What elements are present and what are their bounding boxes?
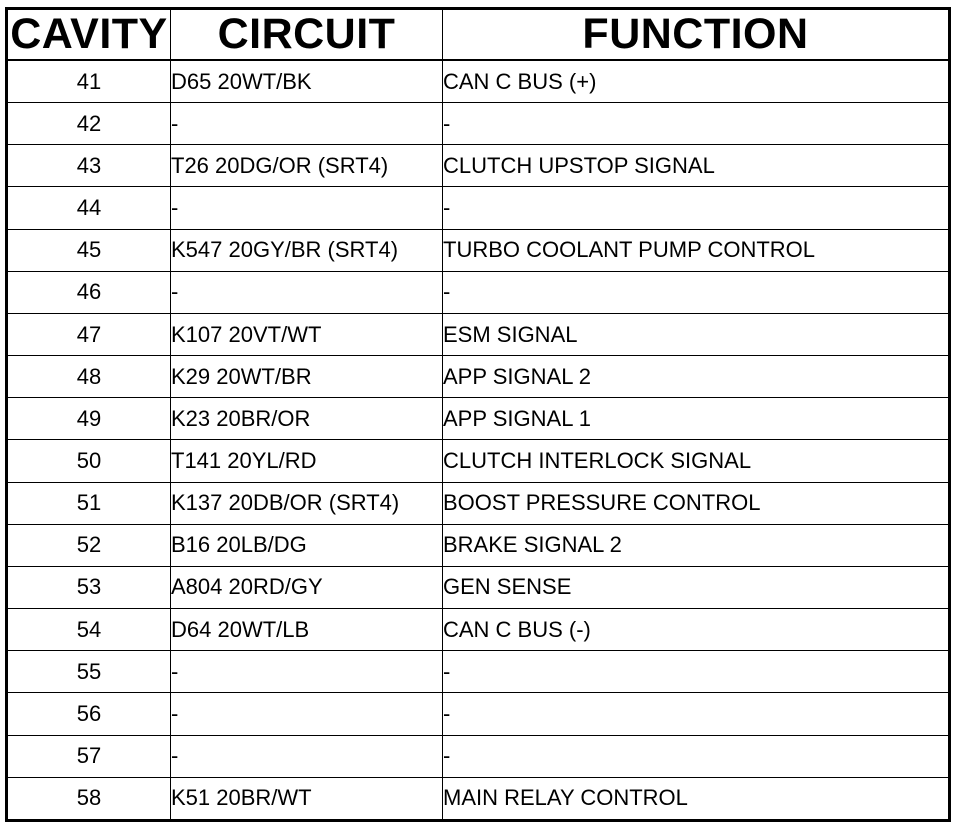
table-row: 46 - - (6, 270, 950, 314)
circuit-cell: - (170, 734, 443, 778)
table-header-row: CAVITY CIRCUIT FUNCTION (6, 8, 950, 61)
function-cell: BOOST PRESSURE CONTROL (442, 481, 950, 525)
function-cell: - (442, 650, 950, 694)
circuit-cell: D64 20WT/LB (170, 608, 443, 652)
cavity-cell: 54 (6, 608, 171, 652)
function-cell: GEN SENSE (442, 565, 950, 610)
circuit-cell: K107 20VT/WT (170, 312, 443, 357)
table-row: 42 - - (6, 102, 950, 146)
function-cell: - (442, 186, 950, 230)
circuit-cell: T26 20DG/OR (SRT4) (170, 144, 443, 188)
function-cell: MAIN RELAY CONTROL (442, 776, 950, 822)
function-cell: - (442, 692, 950, 736)
circuit-cell: K23 20BR/OR (170, 397, 443, 441)
circuit-cell: K51 20BR/WT (170, 776, 443, 822)
cavity-cell: 53 (6, 565, 171, 610)
connector-pinout-table: CAVITY CIRCUIT FUNCTION 41 D65 20WT/BK C… (5, 7, 951, 822)
circuit-cell: K137 20DB/OR (SRT4) (170, 481, 443, 525)
table-row: 41 D65 20WT/BK CAN C BUS (+) (6, 59, 950, 104)
cavity-cell: 42 (6, 102, 171, 146)
function-cell: ESM SIGNAL (442, 312, 950, 357)
circuit-cell: T141 20YL/RD (170, 439, 443, 483)
cavity-cell: 47 (6, 312, 171, 357)
table-row: 55 - - (6, 650, 950, 694)
cavity-cell: 41 (6, 59, 171, 104)
cavity-cell: 43 (6, 144, 171, 188)
cavity-cell: 44 (6, 186, 171, 230)
cavity-cell: 56 (6, 692, 171, 736)
function-cell: - (442, 102, 950, 146)
cavity-cell: 57 (6, 734, 171, 778)
circuit-cell: B16 20LB/DG (170, 523, 443, 567)
function-cell: APP SIGNAL 2 (442, 355, 950, 399)
circuit-column-header: CIRCUIT (170, 8, 443, 61)
table-row: 57 - - (6, 734, 950, 778)
table-row: 56 - - (6, 692, 950, 736)
table-row: 53 A804 20RD/GY GEN SENSE (6, 565, 950, 610)
circuit-cell: K29 20WT/BR (170, 355, 443, 399)
function-cell: - (442, 270, 950, 314)
cavity-cell: 55 (6, 650, 171, 694)
cavity-cell: 58 (6, 776, 171, 822)
table-row: 44 - - (6, 186, 950, 230)
table-row: 48 K29 20WT/BR APP SIGNAL 2 (6, 355, 950, 399)
circuit-cell: - (170, 270, 443, 314)
cavity-cell: 49 (6, 397, 171, 441)
circuit-cell: A804 20RD/GY (170, 565, 443, 610)
table-row: 54 D64 20WT/LB CAN C BUS (-) (6, 608, 950, 652)
cavity-column-header: CAVITY (6, 8, 171, 61)
table-row: 52 B16 20LB/DG BRAKE SIGNAL 2 (6, 523, 950, 567)
cavity-cell: 52 (6, 523, 171, 567)
function-cell: BRAKE SIGNAL 2 (442, 523, 950, 567)
table-row: 49 K23 20BR/OR APP SIGNAL 1 (6, 397, 950, 441)
function-cell: TURBO COOLANT PUMP CONTROL (442, 228, 950, 272)
circuit-cell: - (170, 186, 443, 230)
function-cell: CAN C BUS (+) (442, 59, 950, 104)
function-cell: CAN C BUS (-) (442, 608, 950, 652)
circuit-cell: D65 20WT/BK (170, 59, 443, 104)
circuit-cell: - (170, 650, 443, 694)
cavity-cell: 50 (6, 439, 171, 483)
function-cell: CLUTCH UPSTOP SIGNAL (442, 144, 950, 188)
function-cell: CLUTCH INTERLOCK SIGNAL (442, 439, 950, 483)
circuit-cell: - (170, 692, 443, 736)
table-row: 50 T141 20YL/RD CLUTCH INTERLOCK SIGNAL (6, 439, 950, 483)
cavity-cell: 45 (6, 228, 171, 272)
function-cell: APP SIGNAL 1 (442, 397, 950, 441)
cavity-cell: 48 (6, 355, 171, 399)
circuit-cell: - (170, 102, 443, 146)
table-row: 51 K137 20DB/OR (SRT4) BOOST PRESSURE CO… (6, 481, 950, 525)
cavity-cell: 46 (6, 270, 171, 314)
table-row: 45 K547 20GY/BR (SRT4) TURBO COOLANT PUM… (6, 228, 950, 272)
table-row: 43 T26 20DG/OR (SRT4) CLUTCH UPSTOP SIGN… (6, 144, 950, 188)
table-row: 47 K107 20VT/WT ESM SIGNAL (6, 312, 950, 357)
function-cell: - (442, 734, 950, 778)
cavity-cell: 51 (6, 481, 171, 525)
table-row: 58 K51 20BR/WT MAIN RELAY CONTROL (6, 776, 950, 822)
circuit-cell: K547 20GY/BR (SRT4) (170, 228, 443, 272)
function-column-header: FUNCTION (442, 8, 950, 61)
